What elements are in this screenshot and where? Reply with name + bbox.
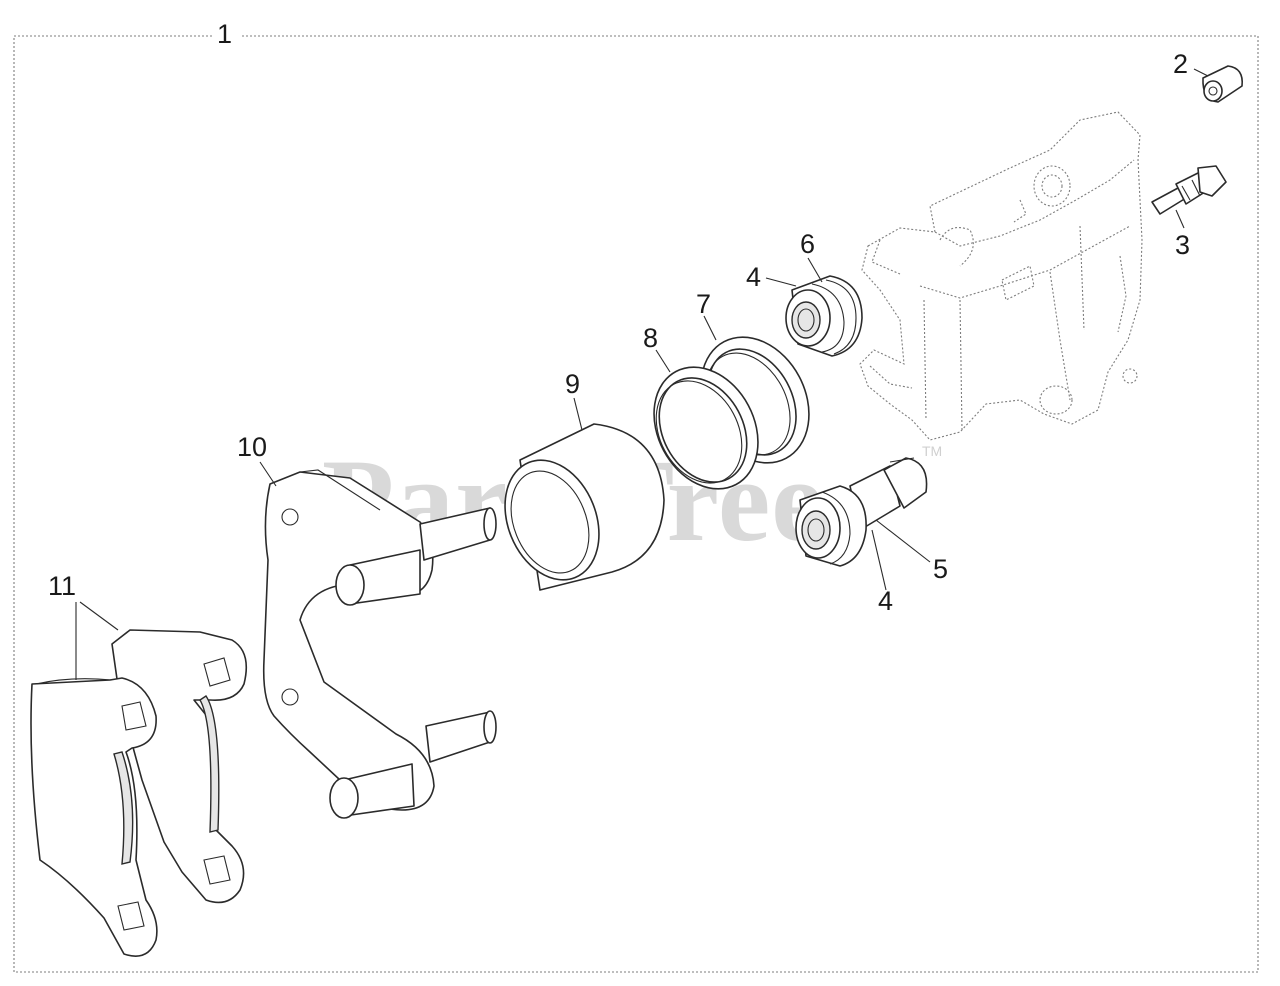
callouts: 2 3 4 6 7 8 9 10 5 4 11 (48, 49, 1190, 616)
watermark-trademark: TM (922, 443, 942, 459)
callout-7: 7 (696, 289, 711, 319)
part-brake-pads (30, 629, 248, 957)
callout-2: 2 (1173, 49, 1188, 79)
assembly-frame: 1 (13, 19, 1259, 973)
callout-11: 11 (48, 571, 76, 601)
callout-9: 9 (565, 369, 580, 399)
part-mounting-bracket (262, 469, 497, 819)
callout-4-lower: 4 (878, 586, 893, 616)
callout-6: 6 (800, 229, 815, 259)
part-bleeder-cap (1202, 65, 1244, 103)
part-caliper-housing (859, 111, 1143, 441)
callout-10: 10 (237, 432, 267, 462)
part-piston (504, 423, 665, 591)
callout-4-upper: 4 (746, 262, 761, 292)
part-bleeder-screw (1151, 165, 1227, 215)
part-seal-ring-small (653, 366, 759, 490)
callout-3: 3 (1175, 230, 1190, 260)
assembly-label: 1 (217, 19, 232, 49)
leader-lines (75, 68, 1209, 680)
callout-8: 8 (643, 323, 658, 353)
part-guide-boot-upper (785, 275, 863, 357)
part-guide-pin-bolt (795, 457, 928, 567)
callout-5: 5 (933, 554, 948, 584)
